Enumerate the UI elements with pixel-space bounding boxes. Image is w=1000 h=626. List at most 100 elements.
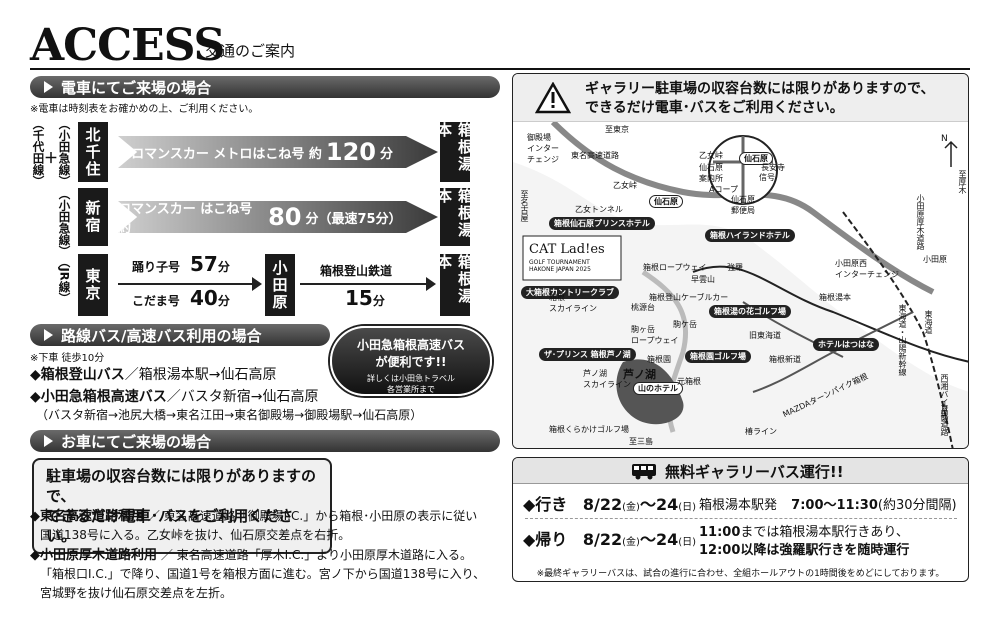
bus-line-highway: ◆小田急箱根高速バス／バスタ新宿→仙石高原 <box>30 389 319 405</box>
tozan-label: 箱根登山鉄道 <box>320 264 393 278</box>
map-label-seisho: 西湘バイパス <box>940 374 949 422</box>
jr-arrowhead <box>252 277 262 291</box>
highway-bus-promo: 小田急箱根高速バス が便利です!! 詳しくは小田急トラベル 各営業所まで <box>330 326 492 396</box>
bus-icon <box>632 464 656 480</box>
map-label-otome: 乙女峠 <box>613 181 637 190</box>
kodama-time: 40分 <box>190 286 230 310</box>
odoriko-label: 踊り子号 <box>132 260 181 274</box>
gallery-bus-box: 無料ギャラリーバス運行!! ◆行き 8/22(金)〜24(日) 箱根湯本駅発 7… <box>512 457 969 582</box>
map-inset-shingo: 信号 <box>759 173 775 182</box>
map-label-hananoyu-golf: 箱根湯の花ゴルフ場 <box>709 305 791 318</box>
map-label-hakone-yumoto: 箱根湯本 <box>819 293 851 302</box>
parking-warning-box: 駐車場の収容台数には限りがありますので、 できるだけ電車･バスをご利用ください。 <box>32 458 332 554</box>
map-label-yamanohotel: 山のホテル <box>633 382 683 395</box>
map-label-ropeway: 箱根ロープウェイ <box>643 263 707 272</box>
map-inset-annai: 仙石原 案内所 <box>699 163 723 183</box>
map-label-odawara-atsugi-road: 小田原厚木道路 <box>916 194 925 250</box>
station-shinjuku: 新宿 <box>78 188 108 246</box>
triangle-icon <box>44 81 53 93</box>
header-rule <box>30 68 970 70</box>
map-label-tokaido: 東海道 <box>924 310 933 334</box>
map-label-odawara-nishi-ic: 小田原西 インターチェンジ <box>835 259 899 279</box>
plus-sign: ＋ <box>44 151 58 167</box>
train-note: ※電車は時刻表をお確かめの上、ご利用ください。 <box>30 104 259 115</box>
map-label-the-prince: ザ･プリンス 箱根芦ノ湖 <box>539 348 636 361</box>
tomei-route: ◆東名高速道路利用 ／ 東名高速道路「御殿場I.C.」から箱根･小田原の表示に従… <box>30 509 478 542</box>
gallery-bus-back-schedule: 11:00までは箱根湯本駅行きあり、 12:00以降は強羅駅行きを随時運行 <box>699 525 910 558</box>
map-label-prince-hotel: 箱根仙石原プリンスホテル <box>549 217 655 230</box>
map-label-shinkansen: 東海道・山陽新幹線 <box>898 304 907 376</box>
bus-section-heading: 路線バス/高速バス利用の場合 <box>30 324 330 346</box>
compass-label: N <box>941 134 948 144</box>
atsugi-route: ◆小田原厚木道路利用 ／ 東名高速道路「厚木I.C.」より小田原厚木道路に入る。… <box>30 548 486 600</box>
map-label-odawara: 小田原 <box>923 255 947 264</box>
map-label-cablecar: 箱根登山ケーブルカー <box>649 293 729 302</box>
line-label-odakyu-2: （小田急線） <box>57 188 72 257</box>
triangle-icon <box>44 329 53 341</box>
station-odawara: 小田原 <box>265 254 295 316</box>
map-warning-text: ギャラリー駐車場の収容台数には限りがありますので、できるだけ電車･バスをご利用く… <box>585 81 935 116</box>
car-section-heading: お車にてご来場の場合 <box>30 430 500 452</box>
bus-line-tozan: ◆箱根登山バス／箱根湯本駅→仙石高原 <box>30 367 277 383</box>
line-label-chiyoda: （千代田線） <box>31 118 46 187</box>
map-label-to-mishima: 至三島 <box>629 437 653 446</box>
map-label-sounzan: 早雲山 <box>691 275 715 284</box>
tozan-arrowhead <box>426 277 436 291</box>
map-label-kurakake-golf: 箱根くらかけゴルフ場 <box>549 425 629 434</box>
kodama-label: こだま号 <box>132 294 180 308</box>
map-label-ashinoko: 芦ノ湖 <box>623 368 656 381</box>
gallery-bus-divider <box>525 518 957 519</box>
map-label-hakoneen-golf: 箱根園ゴルフ場 <box>685 350 751 363</box>
map-inset-acoop: Aコープ <box>709 185 738 194</box>
tozan-line <box>300 283 430 285</box>
map-label-gotemba-ic: 御殿場 インター チェンジ <box>527 133 559 164</box>
map-label-komagatake-ropeway: 駒ヶ岳 ロープウェイ <box>631 325 679 345</box>
map-label-hakoneen: 箱根園 <box>647 355 671 364</box>
map-label-otome-tunnel: 乙女トンネル <box>575 205 623 214</box>
map-label-gora: 強羅 <box>727 263 743 272</box>
map-label-highland-hotel: 箱根ハイランドホテル <box>705 229 795 242</box>
gallery-bus-go-schedule: 箱根湯本駅発 7:00〜11:30(約30分間隔) <box>699 498 957 513</box>
map-inset-choanji: 長安寺 <box>761 163 785 172</box>
map-label-sengokuhara: 仙石原 <box>649 195 683 208</box>
map-label-hotel-hatsuhana: ホテルはつはな <box>813 338 879 351</box>
map-label-to-atsugi: 至厚木 <box>958 170 967 194</box>
map-label-motohakone: 元箱根 <box>677 377 701 386</box>
tozan-time: 15分 <box>345 286 385 310</box>
train-section-heading: 電車にてご来場の場合 <box>30 76 500 98</box>
triangle-icon <box>44 435 53 447</box>
gallery-bus-go: ◆行き 8/22(金)〜24(日) <box>523 495 697 514</box>
tournament-logo: CAT Lad!es <box>529 242 605 257</box>
station-hakone-yumoto-3: 箱根湯本 <box>435 254 474 316</box>
station-kitasenju: 北千住 <box>78 122 108 182</box>
map-label-to-nagoya: 至名古屋 <box>520 190 529 222</box>
gallery-bus-back: ◆帰り 8/22(金)〜24(日) <box>523 530 697 549</box>
map-label-hakone-shindo: 箱根新道 <box>769 355 801 364</box>
warning-icon <box>535 82 571 114</box>
map-label-hakone-skyline: 箱根 スカイライン <box>549 293 597 313</box>
page-subtitle: 交通のご案内 <box>205 42 296 60</box>
map-label-manazuru: 真鶴道路 <box>940 404 949 436</box>
map-inset-otome: 乙女峠 <box>699 151 723 160</box>
gallery-bus-header <box>513 458 968 484</box>
map-label-country-club: 大箱根カントリークラブ <box>521 286 619 299</box>
bus-note: ※下車 徒歩10分 <box>30 353 105 364</box>
station-tokyo: 東京 <box>78 254 108 316</box>
bus-route-detail: （バスタ新宿→池尻大橋→東名江田→東名御殿場→御殿場駅→仙石高原） <box>36 408 423 422</box>
map-label-tsubaki-line: 椿ライン <box>745 427 777 436</box>
page-title: ACCESS <box>30 20 225 71</box>
map-label-to-tokyo: 至東京 <box>605 125 629 134</box>
gallery-bus-title: 無料ギャラリーバス運行!! <box>665 463 844 481</box>
gallery-bus-footnote: ※最終ギャラリーバスは、試合の進行に合わせ、全組ホールアウトの1時間後をめどにし… <box>536 569 945 579</box>
map-label-komagatake: 駒ケ岳 <box>673 320 697 329</box>
map-inset-sengokuhara: 仙石原 <box>739 152 773 165</box>
jr-line <box>118 283 258 285</box>
map-label-tomei: 東名高速道路 <box>571 151 619 160</box>
line-label-odakyu-1: （小田急線） <box>57 118 72 187</box>
line-label-jr: （JR線） <box>57 256 72 304</box>
station-hakone-yumoto-1: 箱根湯本 <box>435 122 474 182</box>
tournament-logo-sub: GOLF TOURNAMENT HAKONE JAPAN 2025 <box>529 259 591 273</box>
map-label-ashinoko-skyline: 芦ノ湖 スカイライン <box>583 369 631 389</box>
map-inset-post: 仙石原 郵便局 <box>731 195 755 215</box>
